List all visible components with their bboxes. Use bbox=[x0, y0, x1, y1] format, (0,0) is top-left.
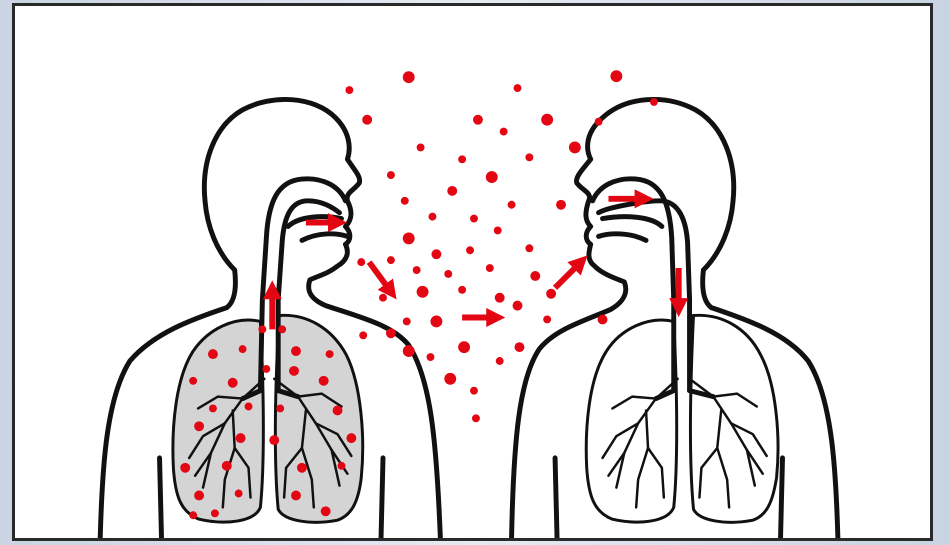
droplet bbox=[345, 86, 353, 94]
droplet bbox=[447, 186, 457, 196]
droplet bbox=[417, 143, 425, 151]
droplet bbox=[338, 462, 346, 470]
diagram-frame bbox=[12, 3, 933, 541]
droplet bbox=[326, 350, 334, 358]
droplet bbox=[515, 342, 525, 352]
droplet bbox=[427, 353, 435, 361]
droplet bbox=[444, 270, 452, 278]
droplet bbox=[209, 405, 217, 413]
droplet bbox=[291, 346, 301, 356]
droplet bbox=[245, 403, 253, 411]
droplet bbox=[401, 197, 409, 205]
droplet bbox=[556, 200, 566, 210]
droplet bbox=[194, 491, 204, 501]
droplet bbox=[211, 509, 219, 517]
droplet bbox=[494, 227, 502, 235]
droplet bbox=[470, 215, 478, 223]
receiver-mouth-line bbox=[599, 234, 646, 241]
emitter-mouth-line bbox=[302, 234, 347, 241]
droplet bbox=[546, 289, 556, 299]
droplet bbox=[222, 461, 232, 471]
droplet bbox=[403, 71, 415, 83]
droplet bbox=[513, 301, 523, 311]
droplet bbox=[470, 387, 478, 395]
arrow-emitter-chin bbox=[369, 262, 391, 292]
droplet bbox=[194, 421, 204, 431]
droplet bbox=[530, 271, 540, 281]
droplet bbox=[598, 315, 608, 325]
droplet bbox=[473, 115, 483, 125]
droplet bbox=[278, 325, 286, 333]
receiver-figure bbox=[512, 99, 838, 538]
droplet bbox=[321, 506, 331, 516]
droplet bbox=[235, 490, 243, 498]
droplet bbox=[319, 376, 329, 386]
droplet bbox=[496, 357, 504, 365]
droplet bbox=[289, 366, 299, 376]
droplet bbox=[486, 171, 498, 183]
droplet bbox=[525, 153, 533, 161]
receiver-lungs bbox=[586, 315, 778, 522]
droplet bbox=[486, 264, 494, 272]
droplet bbox=[444, 373, 456, 385]
droplet bbox=[189, 377, 197, 385]
droplet bbox=[514, 84, 522, 92]
droplet bbox=[403, 317, 411, 325]
droplet bbox=[650, 98, 658, 106]
droplet bbox=[525, 244, 533, 252]
droplet bbox=[508, 201, 516, 209]
droplet bbox=[228, 378, 238, 388]
droplet bbox=[189, 511, 197, 519]
droplet bbox=[472, 414, 480, 422]
droplet bbox=[346, 433, 356, 443]
droplet bbox=[379, 294, 387, 302]
droplet bbox=[262, 365, 270, 373]
droplet bbox=[269, 435, 279, 445]
droplet bbox=[387, 256, 395, 264]
droplet bbox=[359, 331, 367, 339]
droplet bbox=[362, 115, 372, 125]
droplet bbox=[239, 345, 247, 353]
droplet bbox=[430, 316, 442, 328]
droplet bbox=[417, 286, 429, 298]
droplet bbox=[610, 70, 622, 82]
droplet bbox=[357, 258, 365, 266]
droplet bbox=[595, 118, 603, 126]
droplet bbox=[431, 249, 441, 259]
droplet bbox=[386, 328, 396, 338]
droplet bbox=[541, 114, 553, 126]
transmission-diagram bbox=[15, 6, 930, 538]
droplet bbox=[428, 213, 436, 221]
droplet bbox=[276, 405, 284, 413]
droplet bbox=[403, 345, 415, 357]
droplet bbox=[236, 433, 246, 443]
droplet bbox=[543, 316, 551, 324]
droplet bbox=[208, 349, 218, 359]
emitter-right-lung bbox=[275, 315, 362, 522]
receiver-palate bbox=[603, 217, 662, 227]
droplet bbox=[569, 141, 581, 153]
receiver-right-lung bbox=[691, 315, 778, 522]
droplet bbox=[291, 491, 301, 501]
droplet bbox=[458, 155, 466, 163]
droplet bbox=[500, 128, 508, 136]
droplet bbox=[466, 246, 474, 254]
droplet bbox=[413, 266, 421, 274]
droplet bbox=[333, 405, 343, 415]
droplet bbox=[258, 325, 266, 333]
droplet bbox=[180, 463, 190, 473]
droplet bbox=[387, 171, 395, 179]
droplet bbox=[458, 341, 470, 353]
droplet bbox=[297, 463, 307, 473]
droplet bbox=[458, 286, 466, 294]
arrow-receiver-chin bbox=[555, 262, 581, 288]
droplet bbox=[495, 293, 505, 303]
droplet bbox=[403, 232, 415, 244]
